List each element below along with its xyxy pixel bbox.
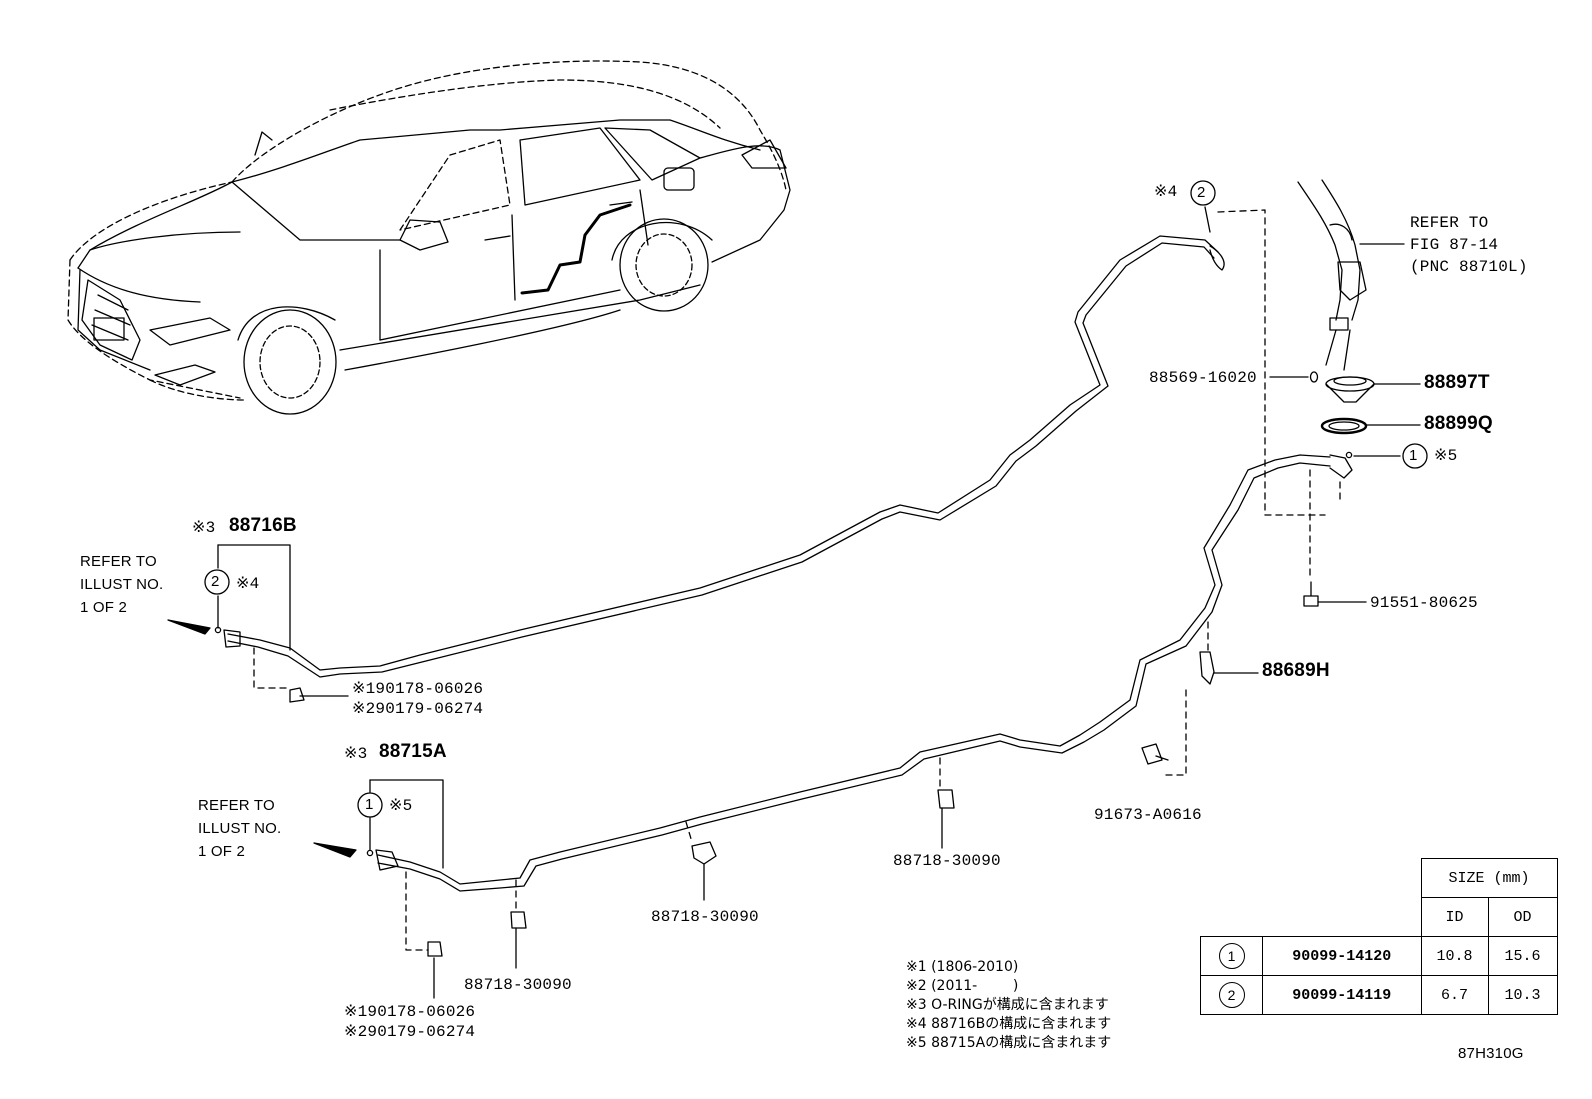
note-line-4: ※4 88716Bの構成に含まれます: [906, 1016, 1112, 1032]
plug-label-lower-2: ※290179-06274: [344, 1023, 476, 1041]
note-line-2: ※2 (2011- ): [906, 978, 1019, 994]
circle-mark-2-right: 2: [1197, 184, 1206, 201]
size-table: SIZE (mm) ID OD 1 90099-14120 10.8 15.6 …: [1200, 858, 1558, 1015]
pipe-end-fitting-upper: [223, 629, 241, 648]
table-row: 1 90099-14120 10.8 15.6: [1200, 936, 1558, 976]
fuel-pipe-lower: [375, 454, 1353, 892]
mark-4-right: ※4: [1154, 183, 1178, 201]
size-row-od: 15.6: [1487, 936, 1558, 976]
part-label-88718-30090-left: 88718-30090: [464, 976, 572, 994]
part-label-88716b: 88716B: [229, 515, 297, 536]
size-table-header-row: SIZE (mm): [1201, 858, 1558, 898]
part-label-91551-80625: 91551-80625: [1370, 594, 1478, 612]
table-row: 2 90099-14119 6.7 10.3: [1200, 975, 1558, 1015]
refer-to-upper-right: REFER TO FIG 87-14 (PNC 88710L): [1410, 214, 1528, 276]
figure-code: 87H310G: [1458, 1045, 1524, 1062]
notes-block: ※1 (1806-2010) ※2 (2011- ) ※3 O-RINGが構成に…: [906, 958, 1111, 1053]
part-label-88569-16020: 88569-16020: [1149, 369, 1257, 387]
circled-marks: [204, 180, 1428, 818]
dashed-leaders: [253, 209, 1341, 951]
refer-to-upper-left: REFER TO ILLUST NO. 1 OF 2: [80, 553, 164, 616]
fuel-pipe-upper: [227, 235, 1225, 678]
size-table-subheader-row: ID OD: [1201, 897, 1558, 937]
mark-4-88716b: ※4: [236, 575, 260, 593]
plug-label-lower-1: ※190178-06026: [344, 1003, 476, 1021]
size-row-part: 90099-14119: [1262, 975, 1422, 1015]
size-table-col-od: OD: [1487, 897, 1558, 937]
size-row-id: 10.8: [1420, 936, 1489, 976]
size-row-part: 90099-14120: [1262, 936, 1422, 976]
circle-mark-1-right: 1: [1409, 447, 1418, 464]
clamps: [289, 371, 1319, 957]
size-table-header: SIZE (mm): [1420, 858, 1558, 898]
part-label-88718-30090-mid: 88718-30090: [893, 852, 1001, 870]
note-line-3: ※3 O-RINGが構成に含まれます: [906, 997, 1109, 1013]
filler-neck: [1297, 179, 1375, 435]
note-line-5: ※5 88715Aの構成に含まれます: [906, 1035, 1112, 1051]
part-label-91673-a0616: 91673-A0616: [1094, 806, 1202, 824]
mark-5-88715a: ※5: [389, 797, 413, 815]
circle-mark-2-upper: 2: [211, 573, 220, 590]
part-label-88897t: 88897T: [1424, 372, 1490, 393]
circle-mark-1-lower: 1: [365, 796, 374, 813]
end-dots: [214, 451, 1353, 857]
mark-5-right: ※5: [1434, 447, 1458, 465]
plug-label-upper-2: ※290179-06274: [352, 700, 484, 718]
leader-lines: [217, 206, 1421, 999]
mark-3-88715a: ※3: [344, 745, 368, 763]
plug-label-upper-1: ※190178-06026: [352, 680, 484, 698]
part-label-88718-30090-center: 88718-30090: [651, 908, 759, 926]
part-label-88715a: 88715A: [379, 741, 447, 762]
refer-to-lower-left: REFER TO ILLUST NO. 1 OF 2: [198, 797, 282, 860]
mark-3-88716b: ※3: [192, 519, 216, 537]
size-row-mark-cell: 1: [1200, 936, 1263, 976]
part-label-88899q: 88899Q: [1424, 413, 1493, 434]
circled-mark: 2: [1218, 982, 1245, 1008]
size-table-col-id: ID: [1420, 897, 1489, 937]
note-line-1: ※1 (1806-2010): [906, 959, 1019, 975]
size-row-mark-cell: 2: [1200, 975, 1263, 1015]
car-illustration: [67, 60, 791, 415]
size-row-od: 10.3: [1487, 975, 1558, 1015]
refer-arrows: [167, 619, 357, 858]
part-label-88689h: 88689H: [1262, 660, 1330, 681]
size-row-id: 6.7: [1420, 975, 1489, 1015]
circled-mark: 1: [1218, 943, 1245, 969]
